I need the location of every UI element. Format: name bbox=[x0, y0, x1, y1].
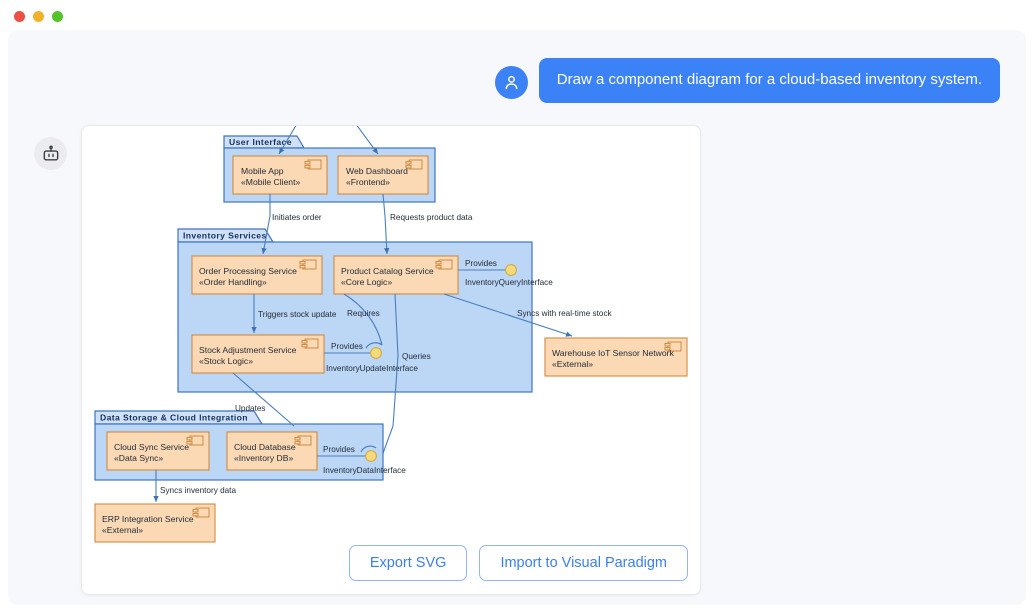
user-icon bbox=[505, 75, 518, 90]
component-stereotype: «External» bbox=[102, 525, 143, 535]
component-name: Web Dashboard bbox=[346, 166, 408, 176]
uml-component-icon bbox=[435, 259, 453, 270]
socket-required-icon bbox=[365, 342, 383, 349]
connector-syncs-realtime-stock bbox=[443, 293, 573, 337]
component-diagram: User Interface Mobile App «Mobile Client… bbox=[94, 126, 688, 543]
socket-required-icon bbox=[360, 445, 377, 453]
package-title-user-interface: User Interface bbox=[229, 137, 292, 147]
connector-label-queries: Queries bbox=[402, 352, 431, 361]
uml-component-icon bbox=[304, 159, 322, 170]
lollipop-provided-icon bbox=[505, 264, 517, 276]
interface-inventory-update: Provides InventoryUpdateInterface Requir… bbox=[324, 293, 418, 373]
user-message-bubble: Draw a component diagram for a cloud-bas… bbox=[538, 58, 1000, 103]
component-mobile-app[interactable]: Mobile App «Mobile Client» bbox=[232, 155, 328, 195]
package-title-data-storage: Data Storage & Cloud Integration bbox=[100, 413, 248, 423]
connector-label-requires: Requires bbox=[347, 309, 380, 318]
component-name: Warehouse IoT Sensor Network bbox=[552, 348, 675, 358]
component-name: Order Processing Service bbox=[199, 266, 297, 276]
connector-updates bbox=[232, 372, 295, 427]
minimize-window-button[interactable] bbox=[33, 10, 44, 22]
component-product-catalog-service[interactable]: Product Catalog Service «Core Logic» bbox=[333, 255, 459, 295]
user-avatar bbox=[494, 66, 528, 99]
component-web-dashboard[interactable]: Web Dashboard «Frontend» bbox=[337, 155, 429, 195]
interface-inventory-data: Provides InventoryDataInterface bbox=[317, 445, 406, 475]
component-name: Stock Adjustment Service bbox=[199, 345, 297, 355]
interface-inventory-query: Provides InventoryQueryInterface bbox=[458, 259, 553, 287]
component-order-processing-service[interactable]: Order Processing Service «Order Handling… bbox=[191, 255, 323, 295]
connector-to-mobile-app bbox=[278, 126, 297, 155]
interface-provides-label: Provides bbox=[323, 445, 355, 454]
connector-label-syncs-inventory-data: Syncs inventory data bbox=[160, 486, 236, 495]
uml-component-icon bbox=[664, 341, 682, 352]
uml-component-icon bbox=[192, 507, 210, 518]
lollipop-provided-icon bbox=[365, 450, 377, 462]
component-name: Cloud Sync Service bbox=[114, 442, 189, 452]
component-name: Mobile App bbox=[241, 166, 284, 176]
uml-component-icon bbox=[186, 435, 204, 446]
connector-label-initiates-order: Initiates order bbox=[272, 213, 322, 222]
lollipop-provided-icon bbox=[370, 347, 382, 359]
assistant-avatar bbox=[34, 137, 67, 170]
component-name: ERP Integration Service bbox=[102, 514, 194, 524]
component-stereotype: «Mobile Client» bbox=[241, 177, 300, 187]
uml-component-icon bbox=[299, 259, 317, 270]
interface-provides-label: Provides bbox=[465, 259, 497, 268]
connector-to-web-dashboard bbox=[356, 126, 379, 155]
interface-name-inventory-query: InventoryQueryInterface bbox=[465, 278, 553, 287]
card-action-bar: Export SVG Import to Visual Paradigm bbox=[348, 545, 688, 581]
diagram-card: User Interface Mobile App «Mobile Client… bbox=[81, 125, 701, 595]
uml-component-icon bbox=[294, 435, 312, 446]
window-titlebar bbox=[0, 0, 1034, 32]
chat-surface: Draw a component diagram for a cloud-bas… bbox=[8, 30, 1026, 605]
interface-provides-label: Provides bbox=[331, 342, 363, 351]
uml-component-icon bbox=[301, 338, 319, 349]
component-stereotype: «Inventory DB» bbox=[234, 453, 293, 463]
component-name: Cloud Database bbox=[234, 442, 296, 452]
connector-requests-product-data bbox=[382, 193, 390, 255]
component-cloud-sync-service[interactable]: Cloud Sync Service «Data Sync» bbox=[106, 431, 210, 471]
connector-label-triggers-stock-update: Triggers stock update bbox=[258, 310, 337, 319]
user-message-row: Draw a component diagram for a cloud-bas… bbox=[494, 58, 1000, 103]
export-svg-button[interactable]: Export SVG bbox=[348, 545, 468, 581]
component-erp-integration-service[interactable]: ERP Integration Service «External» bbox=[94, 503, 216, 543]
package-title-inventory-services: Inventory Services bbox=[183, 231, 267, 241]
component-stereotype: «Core Logic» bbox=[341, 277, 392, 287]
component-stereotype: «Data Sync» bbox=[114, 453, 163, 463]
uml-component-icon bbox=[405, 159, 423, 170]
interface-name-inventory-update: InventoryUpdateInterface bbox=[326, 364, 418, 373]
component-stereotype: «Stock Logic» bbox=[199, 356, 253, 366]
component-stock-adjustment-service[interactable]: Stock Adjustment Service «Stock Logic» bbox=[191, 334, 325, 374]
component-name: Product Catalog Service bbox=[341, 266, 434, 276]
maximize-window-button[interactable] bbox=[52, 10, 63, 22]
connector-queries bbox=[381, 293, 399, 457]
interface-name-inventory-data: InventoryDataInterface bbox=[323, 466, 406, 475]
connector-label-syncs-realtime-stock: Syncs with real-time stock bbox=[517, 309, 613, 318]
component-stereotype: «Order Handling» bbox=[199, 277, 267, 287]
close-window-button[interactable] bbox=[14, 10, 25, 22]
connector-label-requests-product-data: Requests product data bbox=[390, 213, 473, 222]
component-cloud-database[interactable]: Cloud Database «Inventory DB» bbox=[226, 431, 318, 471]
component-stereotype: «External» bbox=[552, 359, 593, 369]
connector-requires bbox=[343, 293, 383, 346]
connector-label-updates: Updates bbox=[235, 404, 266, 413]
component-stereotype: «Frontend» bbox=[346, 177, 390, 187]
import-visual-paradigm-button[interactable]: Import to Visual Paradigm bbox=[479, 545, 688, 581]
connector-initiates-order bbox=[261, 194, 271, 255]
assistant-message-row: User Interface Mobile App «Mobile Client… bbox=[34, 125, 701, 595]
robot-icon bbox=[43, 145, 58, 161]
component-warehouse-iot-sensor-network[interactable]: Warehouse IoT Sensor Network «External» bbox=[544, 337, 688, 377]
